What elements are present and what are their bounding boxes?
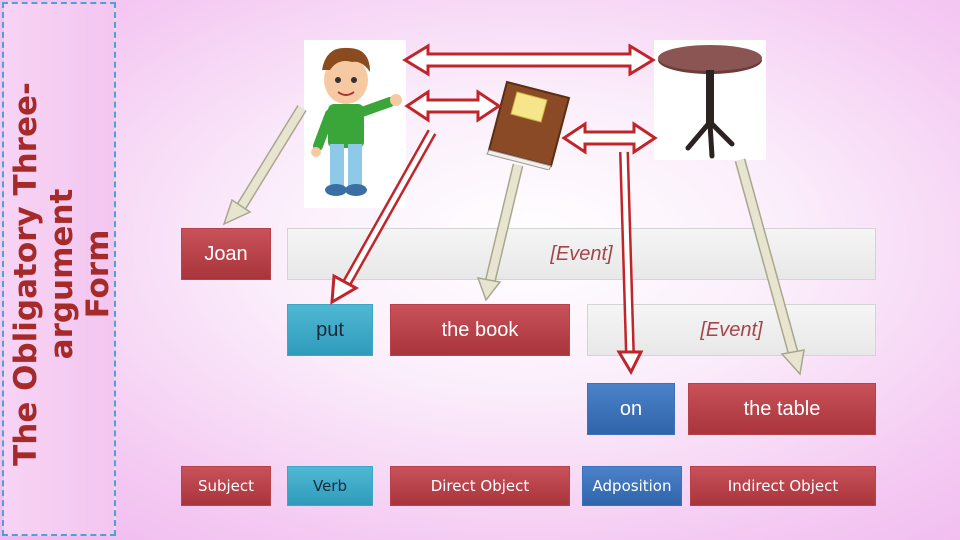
table-photo [654,40,766,160]
subject-box: Joan [181,228,271,280]
book-illustration [485,78,571,171]
legend-adposition-text: Adposition [592,477,672,495]
legend-verb-text: Verb [312,477,347,495]
adposition-text: on [619,397,643,420]
boy-icon [311,47,402,196]
legend-indirect-object-text: Indirect Object [727,477,839,495]
event-text-1: [Event] [550,242,613,265]
legend-subject-text: Subject [197,477,255,495]
event-box-1: [Event] [287,228,876,280]
legend-verb: Verb [287,466,373,506]
red-arrow-boy-table [402,43,656,77]
direct-object-text: the book [441,318,519,341]
red-arrow-boy-book [404,89,502,123]
legend-indirect-object: Indirect Object [690,466,876,506]
indirect-object-text: the table [743,397,821,420]
verb-box: put [287,304,373,356]
table-icon [658,45,762,159]
gray-arrow-book-to-the-book [476,163,524,302]
red-arrow-book-table [561,121,658,155]
event-text-2: [Event] [700,318,763,341]
indirect-object-box: the table [688,383,876,435]
title-bar: The Obligatory Three-argument Form [2,2,116,536]
book-icon [486,80,571,171]
verb-text: put [316,318,344,341]
direct-object-box: the book [390,304,570,356]
boy-illustration [304,40,406,208]
subject-text: Joan [204,242,248,265]
red-arrow-to-on [616,151,644,376]
adposition-box: on [587,383,675,435]
gray-arrow-table-to-the-table [734,158,805,376]
gray-arrow-boy-to-joan [222,105,307,226]
event-box-2: [Event] [587,304,876,356]
legend-direct-object-text: Direct Object [430,477,530,495]
legend-adposition: Adposition [582,466,682,506]
legend-direct-object: Direct Object [390,466,570,506]
red-arrow-to-put [330,129,437,305]
legend-subject: Subject [181,466,271,506]
